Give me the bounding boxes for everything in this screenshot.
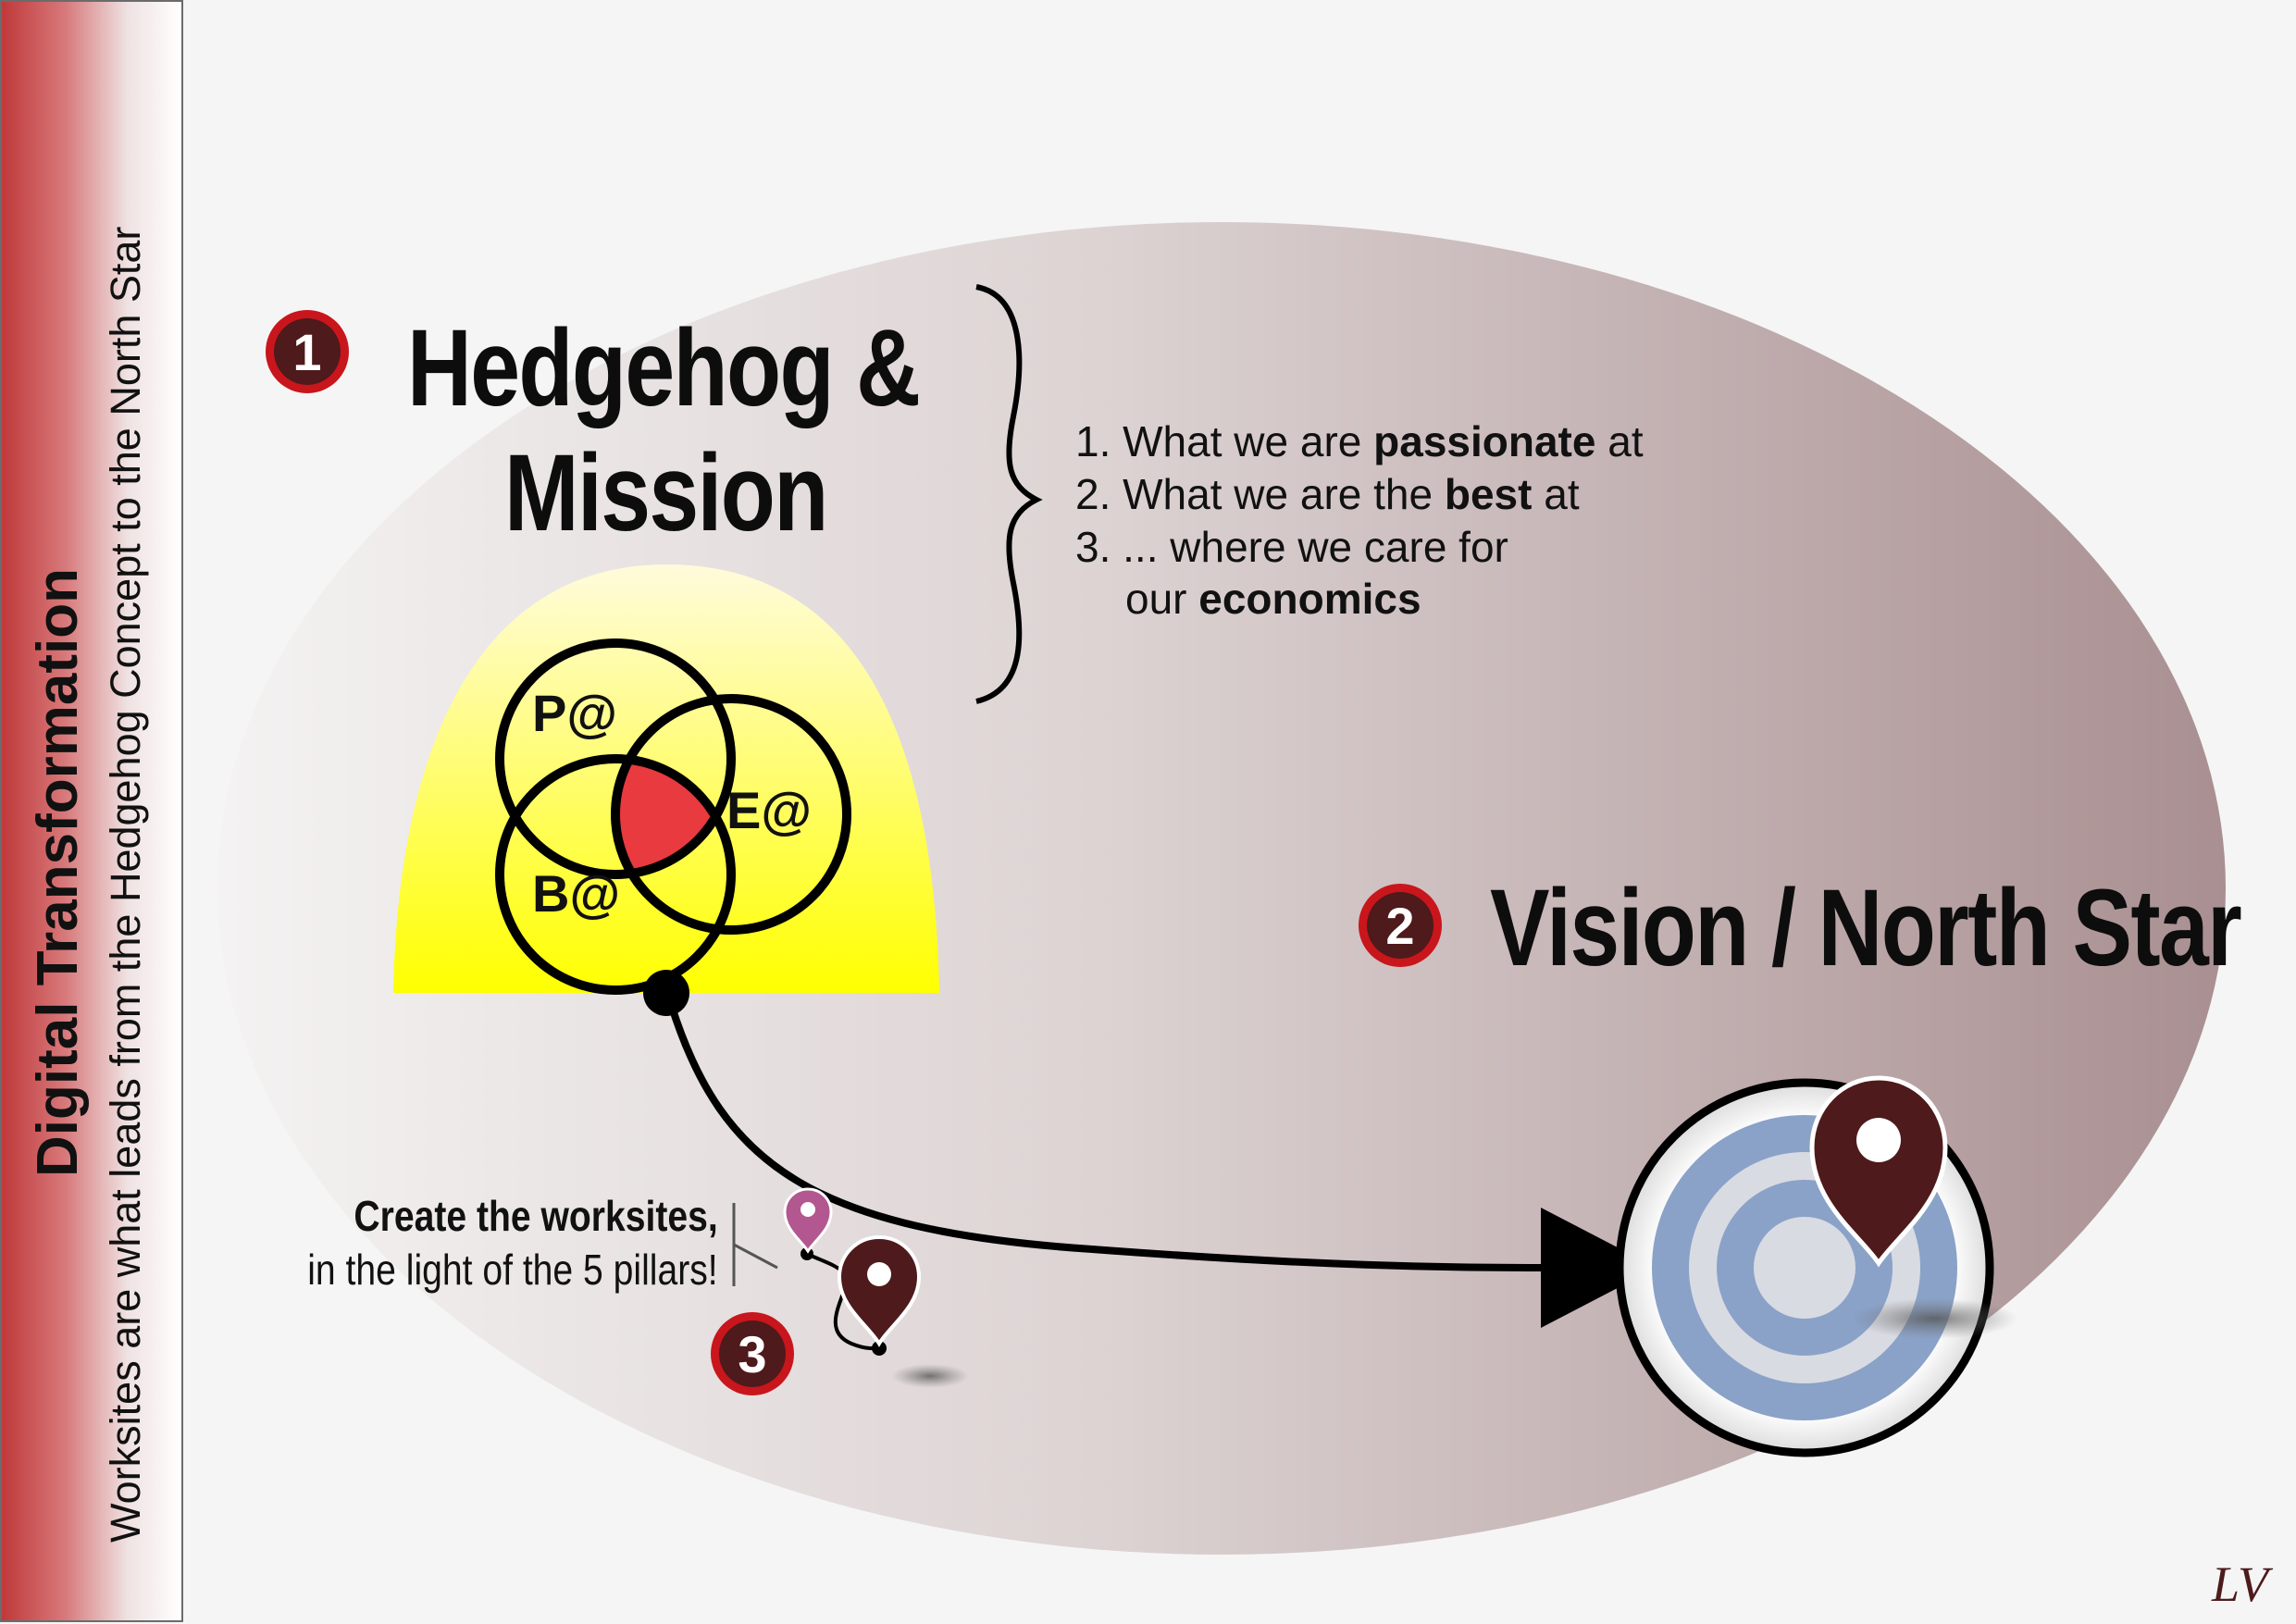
author-logo: LV (2211, 1556, 2274, 1612)
venn-circle-best (495, 754, 736, 995)
venn-circle-economics (611, 694, 851, 935)
venn-label-economics: E@ (726, 781, 812, 839)
worksite-path (806, 1252, 881, 1350)
worksite-dot-start (800, 1247, 813, 1260)
sidebar-banner: Digital Transformation Worksites are wha… (0, 0, 183, 1622)
venn-label-passion: P@ (532, 684, 617, 742)
criterion-economics: 3. ... where we care for (1075, 523, 1508, 571)
target-pin-shadow (1851, 1298, 2017, 1339)
criterion-economics-cont: our economics (1125, 575, 1421, 623)
criterion-passion: 1. What we are passionate at (1075, 417, 1644, 465)
badge-3: 3 (711, 1312, 794, 1395)
badge-2: 2 (1359, 884, 1442, 967)
hedgehog-title-line1: Hedgehog & (407, 307, 921, 429)
arrow-start-dot (643, 970, 689, 1016)
arrowhead-icon (1541, 1208, 1657, 1328)
venn-intersection (615, 759, 731, 874)
svg-text:2: 2 (1385, 897, 1414, 955)
worksite-pin-shadow (891, 1364, 969, 1388)
svg-text:1: 1 (292, 323, 321, 381)
target-bullseye (1754, 1217, 1855, 1319)
curly-brace (975, 284, 1043, 704)
worksites-line1: Create the worksites, (354, 1192, 718, 1240)
svg-text:3: 3 (738, 1325, 766, 1383)
location-pin-icon (1809, 1075, 1948, 1268)
worksite-pin-small-icon (783, 1187, 833, 1254)
worksites-line2: in the light of the 5 pillars! (307, 1246, 718, 1294)
arrow-line (667, 1002, 1556, 1271)
badge-1: 1 (266, 310, 349, 393)
worksite-bracket-tick (733, 1243, 778, 1270)
hedgehog-title-line2: Mission (504, 432, 828, 554)
criterion-best: 2. What we are the best at (1075, 470, 1580, 518)
worksite-pin-large-icon (837, 1234, 922, 1347)
venn-label-best: B@ (532, 864, 620, 923)
venn-circle-passion (495, 638, 736, 879)
worksite-dot-end (872, 1341, 887, 1356)
vision-title: Vision / North Star (1490, 867, 2242, 989)
